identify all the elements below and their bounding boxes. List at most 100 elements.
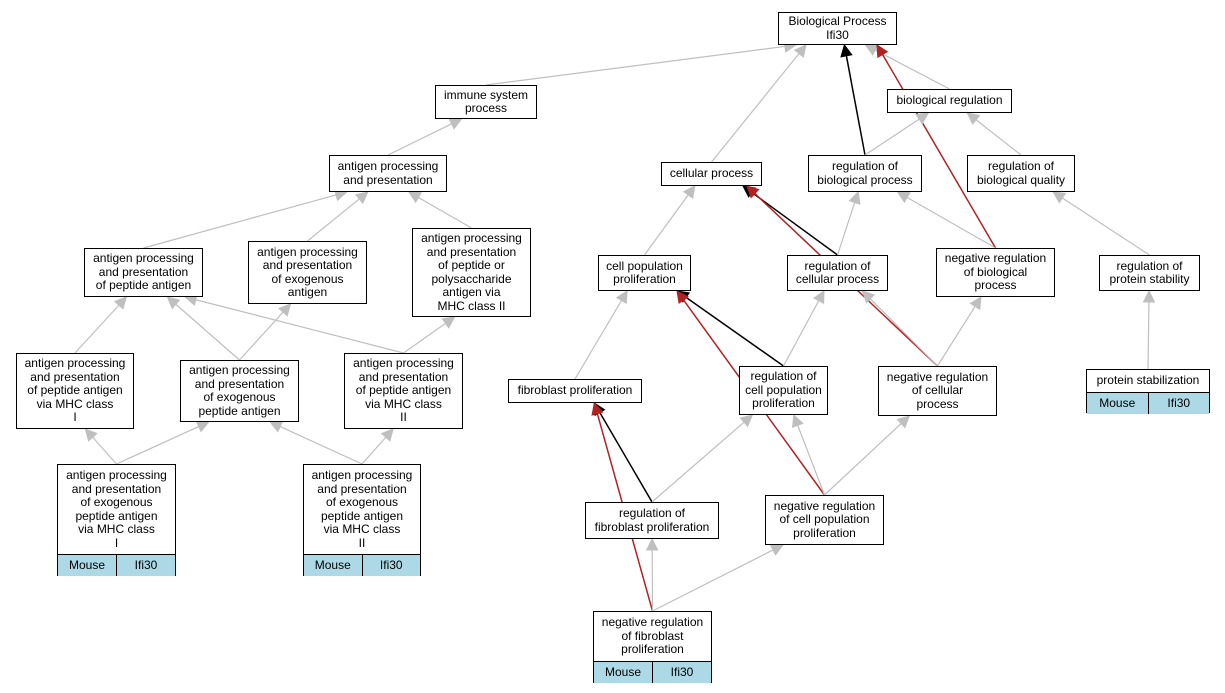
node-antigen-processing-and-presentation[interactable]: antigen processing and presentation bbox=[329, 155, 447, 192]
node-label: regulation of cellular process bbox=[795, 258, 880, 286]
node-regulation-of-protein-stability[interactable]: regulation of protein stability bbox=[1099, 255, 1200, 291]
edge-is-a bbox=[874, 49, 950, 90]
node-regulation-of-cellular-process[interactable]: regulation of cellular process bbox=[787, 255, 888, 291]
edge-is-a bbox=[782, 300, 820, 367]
node-antigen-presentation-exogenous-peptide-mhc2[interactable]: antigen processing and presentation of e… bbox=[303, 464, 421, 576]
edge-is-a bbox=[864, 118, 920, 156]
edge-arrowhead bbox=[915, 112, 930, 125]
edge-arrowhead bbox=[840, 43, 853, 58]
edge-is-a bbox=[975, 119, 1022, 156]
edge-is-a bbox=[403, 322, 446, 354]
edge-arrowhead bbox=[739, 414, 754, 428]
edge-arrowhead bbox=[354, 191, 369, 205]
edge-arrowhead bbox=[861, 290, 876, 304]
node-antigen-presentation-peptide-mhc2[interactable]: antigen processing and presentation of p… bbox=[344, 353, 463, 429]
node-label: cellular process bbox=[669, 166, 754, 181]
edge-is-a bbox=[418, 196, 472, 229]
edge-is-a bbox=[361, 436, 387, 465]
node-antigen-presentation-peptide-antigen[interactable]: antigen processing and presentation of p… bbox=[84, 248, 203, 297]
node-negative-regulation-of-cell-population-proliferation[interactable]: negative regulation of cell population p… bbox=[765, 495, 884, 545]
annotation-gene: Ifi30 bbox=[116, 555, 175, 576]
node-label: antigen processing and presentation of p… bbox=[353, 356, 454, 425]
annotation-species: Mouse bbox=[68, 557, 106, 572]
edge-arrowhead bbox=[876, 44, 889, 59]
node-label: antigen processing and presentation of e… bbox=[66, 468, 167, 550]
node-label: negative regulation of cellular process bbox=[886, 369, 989, 411]
node-regulation-of-biological-quality[interactable]: regulation of biological quality bbox=[967, 155, 1075, 192]
edge-arrowhead bbox=[769, 544, 784, 556]
edge-arrowhead bbox=[896, 191, 911, 204]
annotation-row: Mouse Ifi30 bbox=[1087, 392, 1209, 414]
annotation-row: Mouse Ifi30 bbox=[304, 554, 420, 576]
annotation-gene: Ifi30 bbox=[652, 662, 711, 683]
edge-is-a bbox=[797, 425, 826, 496]
edge-arrowhead bbox=[615, 290, 628, 305]
node-biological-regulation[interactable]: biological regulation bbox=[887, 89, 1012, 113]
node-label: antigen processing and presentation of p… bbox=[421, 231, 522, 313]
edge-is-a bbox=[1147, 301, 1150, 370]
node-label: antigen processing and presentation of e… bbox=[257, 244, 358, 299]
edge-arrowhead bbox=[278, 303, 292, 317]
edge-arrowhead bbox=[812, 290, 825, 305]
node-label: negative regulation of biological proces… bbox=[944, 251, 1047, 293]
edge-is-a bbox=[574, 300, 623, 380]
node-antigen-presentation-exogenous-antigen[interactable]: antigen processing and presentation of e… bbox=[248, 241, 367, 304]
edge-is-a bbox=[92, 436, 117, 465]
node-fibroblast-proliferation[interactable]: fibroblast proliferation bbox=[508, 379, 642, 403]
edge-arrowhead bbox=[746, 185, 760, 199]
node-negative-regulation-of-biological-process[interactable]: negative regulation of biological proces… bbox=[936, 248, 1055, 297]
edge-is-a bbox=[239, 311, 284, 361]
edge-arrowhead bbox=[591, 401, 604, 416]
edge-arrowhead bbox=[380, 428, 394, 442]
edge-arrowhead bbox=[407, 191, 422, 204]
edge-arrowhead bbox=[166, 296, 181, 310]
node-antigen-presentation-peptide-mhc1[interactable]: antigen processing and presentation of p… bbox=[16, 353, 134, 429]
edge-arrowhead bbox=[113, 296, 128, 310]
node-cell-population-proliferation[interactable]: cell population proliferation bbox=[598, 255, 691, 291]
edge-arrowhead bbox=[864, 44, 879, 56]
node-regulation-of-fibroblast-proliferation[interactable]: regulation of fibroblast proliferation bbox=[585, 502, 719, 539]
node-regulation-of-biological-process[interactable]: regulation of biological process bbox=[808, 155, 922, 192]
edge-is-a bbox=[307, 198, 360, 242]
annotation-species: Mouse bbox=[1099, 395, 1136, 410]
edge-is-a bbox=[652, 549, 774, 612]
node-protein-stabilization[interactable]: protein stabilization Mouse Ifi30 bbox=[1086, 369, 1210, 414]
edge-is-a bbox=[143, 194, 337, 249]
annotation-row: Mouse Ifi30 bbox=[58, 554, 175, 576]
annotation-gene: Ifi30 bbox=[361, 555, 421, 576]
node-antigen-presentation-peptide-or-polysaccharide-mhc2[interactable]: antigen processing and presentation of p… bbox=[412, 228, 531, 317]
edge-is-a bbox=[836, 202, 856, 256]
edge-is-a bbox=[711, 53, 800, 163]
edge-arrowhead bbox=[848, 190, 861, 205]
node-label: negative regulation of fibroblast prolif… bbox=[601, 615, 704, 657]
edge-arrowhead bbox=[441, 316, 456, 329]
node-negative-regulation-of-cellular-process[interactable]: negative regulation of cellular process bbox=[878, 366, 997, 416]
edge-regulates bbox=[751, 191, 838, 256]
node-label: biological regulation bbox=[896, 93, 1003, 108]
node-label: regulation of protein stability bbox=[1109, 258, 1190, 286]
edge-is-a bbox=[869, 298, 938, 367]
edge-is-a bbox=[651, 421, 745, 503]
node-antigen-presentation-exogenous-peptide-mhc1[interactable]: antigen processing and presentation of e… bbox=[57, 464, 176, 576]
edge-regulates bbox=[685, 296, 784, 367]
edge-regulates bbox=[845, 55, 866, 156]
edge-arrowhead bbox=[195, 421, 210, 433]
edge-arrowhead bbox=[1052, 191, 1067, 204]
node-regulation-of-cell-population-proliferation[interactable]: regulation of cell population proliferat… bbox=[739, 366, 828, 415]
edge-is-a bbox=[936, 305, 976, 367]
edge-regulates bbox=[599, 412, 653, 503]
edge-is-a bbox=[824, 423, 902, 496]
node-antigen-presentation-exogenous-peptide-antigen[interactable]: antigen processing and presentation of e… bbox=[180, 360, 299, 422]
node-biological-process[interactable]: Biological Process Ifi30 bbox=[778, 12, 897, 45]
node-label: Biological Process Ifi30 bbox=[788, 14, 887, 42]
node-cellular-process[interactable]: cellular process bbox=[661, 162, 762, 186]
node-label: regulation of biological quality bbox=[976, 159, 1066, 187]
edge-is-a bbox=[195, 299, 404, 354]
node-label: regulation of fibroblast proliferation bbox=[594, 506, 710, 534]
node-label: regulation of cell population proliferat… bbox=[745, 369, 822, 411]
edge-arrowhead bbox=[84, 428, 98, 442]
node-negative-regulation-of-fibroblast-proliferation[interactable]: negative regulation of fibroblast prolif… bbox=[593, 611, 712, 683]
edge-is-a bbox=[279, 426, 363, 465]
node-immune-system-process[interactable]: immune system process bbox=[435, 85, 537, 119]
edge-is-a bbox=[116, 426, 199, 465]
